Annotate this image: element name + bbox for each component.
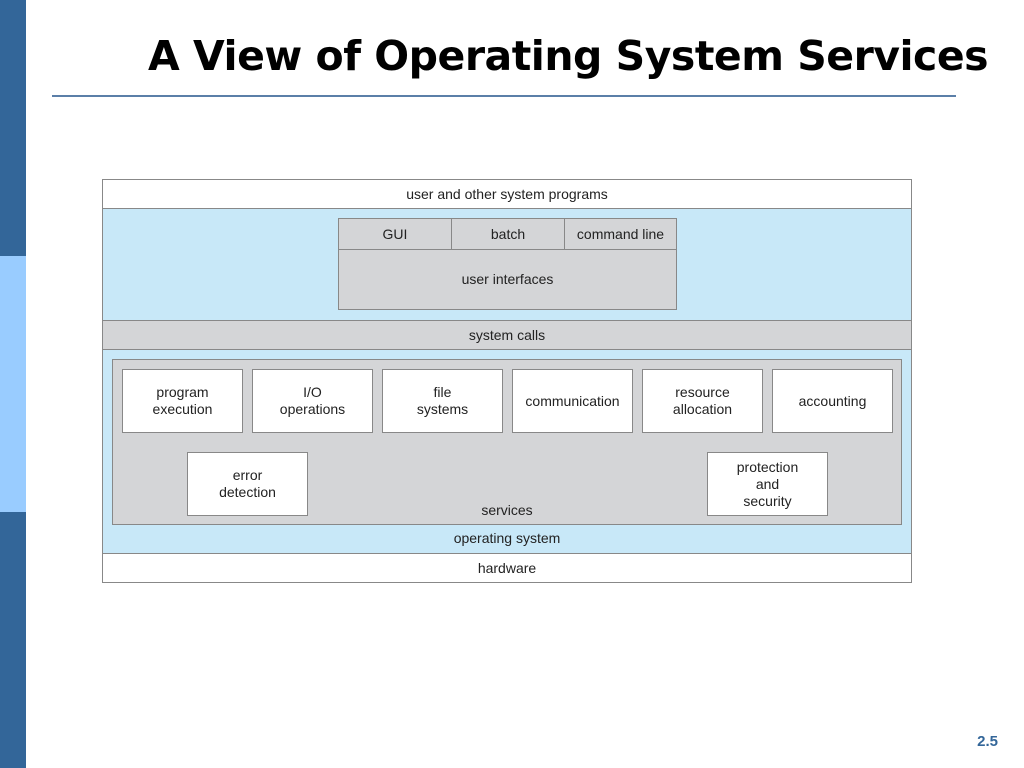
user-interfaces-label: user interfaces — [461, 271, 554, 287]
service-accounting: accounting — [772, 369, 893, 433]
operating-system-layer: program execution I/O operations file sy… — [103, 350, 911, 554]
service-communication: communication — [512, 369, 633, 433]
service-io-operations: I/O operations — [252, 369, 373, 433]
service-file-systems: file systems — [382, 369, 503, 433]
page-number: 2.5 — [977, 733, 998, 750]
hardware-layer: hardware — [103, 554, 911, 582]
sidebar-stripe-middle — [0, 256, 26, 512]
batch-box: batch — [452, 219, 565, 250]
slide-title: A View of Operating System Services — [148, 32, 989, 80]
sidebar-stripe-bottom — [0, 512, 26, 768]
service-program-execution: program execution — [122, 369, 243, 433]
user-interface-layer: GUI batch command line user interfaces — [103, 209, 911, 321]
user-programs-layer: user and other system programs — [103, 180, 911, 209]
title-underline — [52, 95, 956, 97]
sidebar-stripe-top — [0, 0, 26, 256]
os-services-diagram: user and other system programs GUI batch… — [102, 179, 912, 583]
user-interfaces-block: GUI batch command line user interfaces — [338, 218, 677, 310]
service-resource-allocation: resource allocation — [642, 369, 763, 433]
services-label: services — [481, 502, 533, 518]
service-protection-security: protection and security — [707, 452, 828, 516]
service-error-detection: error detection — [187, 452, 308, 516]
system-calls-layer: system calls — [103, 321, 911, 350]
gui-box: GUI — [339, 219, 452, 250]
operating-system-label: operating system — [453, 530, 561, 546]
services-block: program execution I/O operations file sy… — [112, 359, 902, 525]
command-line-box: command line — [565, 219, 676, 250]
